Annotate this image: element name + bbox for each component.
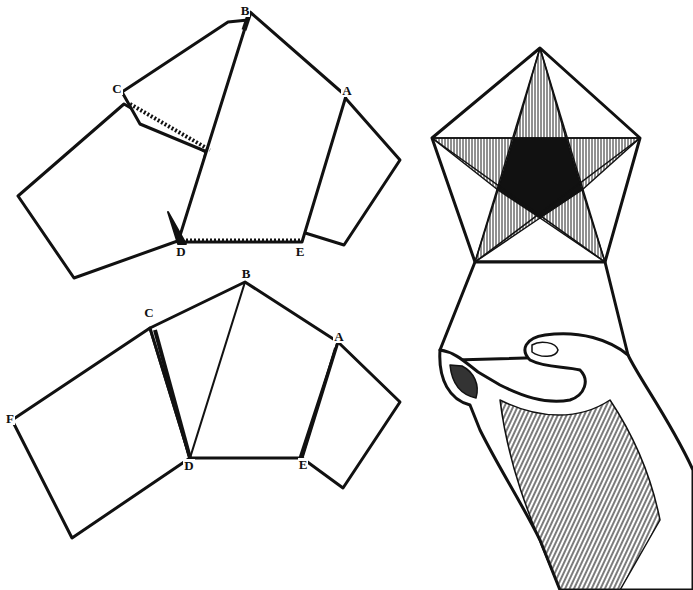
centre-band: [178, 12, 346, 242]
point-letter: C: [111, 82, 122, 95]
fold-edge: [130, 104, 210, 150]
point-letter: D: [183, 459, 194, 472]
fold-line: [302, 348, 335, 458]
finger: [450, 365, 477, 398]
right-strip: [302, 342, 400, 488]
point-letter: B: [240, 4, 251, 17]
fold-line: [155, 330, 190, 458]
fold-line: [190, 282, 245, 458]
left-strip: [12, 328, 190, 538]
hand-shadow: [500, 400, 660, 590]
fold-edge: [186, 239, 300, 242]
pentagon-knot: [432, 48, 640, 262]
point-letter: E: [298, 458, 309, 471]
pentagon-band: [150, 282, 338, 458]
point-letter: A: [341, 84, 352, 97]
thumbnail: [532, 342, 558, 356]
point-letter: B: [241, 267, 252, 280]
shaded-fold: [168, 212, 186, 244]
point-letter: E: [295, 245, 306, 258]
point-letter: F: [5, 412, 15, 425]
point-letter: A: [333, 330, 344, 343]
star: [432, 48, 640, 262]
point-letter: C: [143, 306, 154, 319]
hand: [440, 334, 693, 590]
point-letter: D: [175, 245, 186, 258]
star-centre: [498, 138, 582, 218]
